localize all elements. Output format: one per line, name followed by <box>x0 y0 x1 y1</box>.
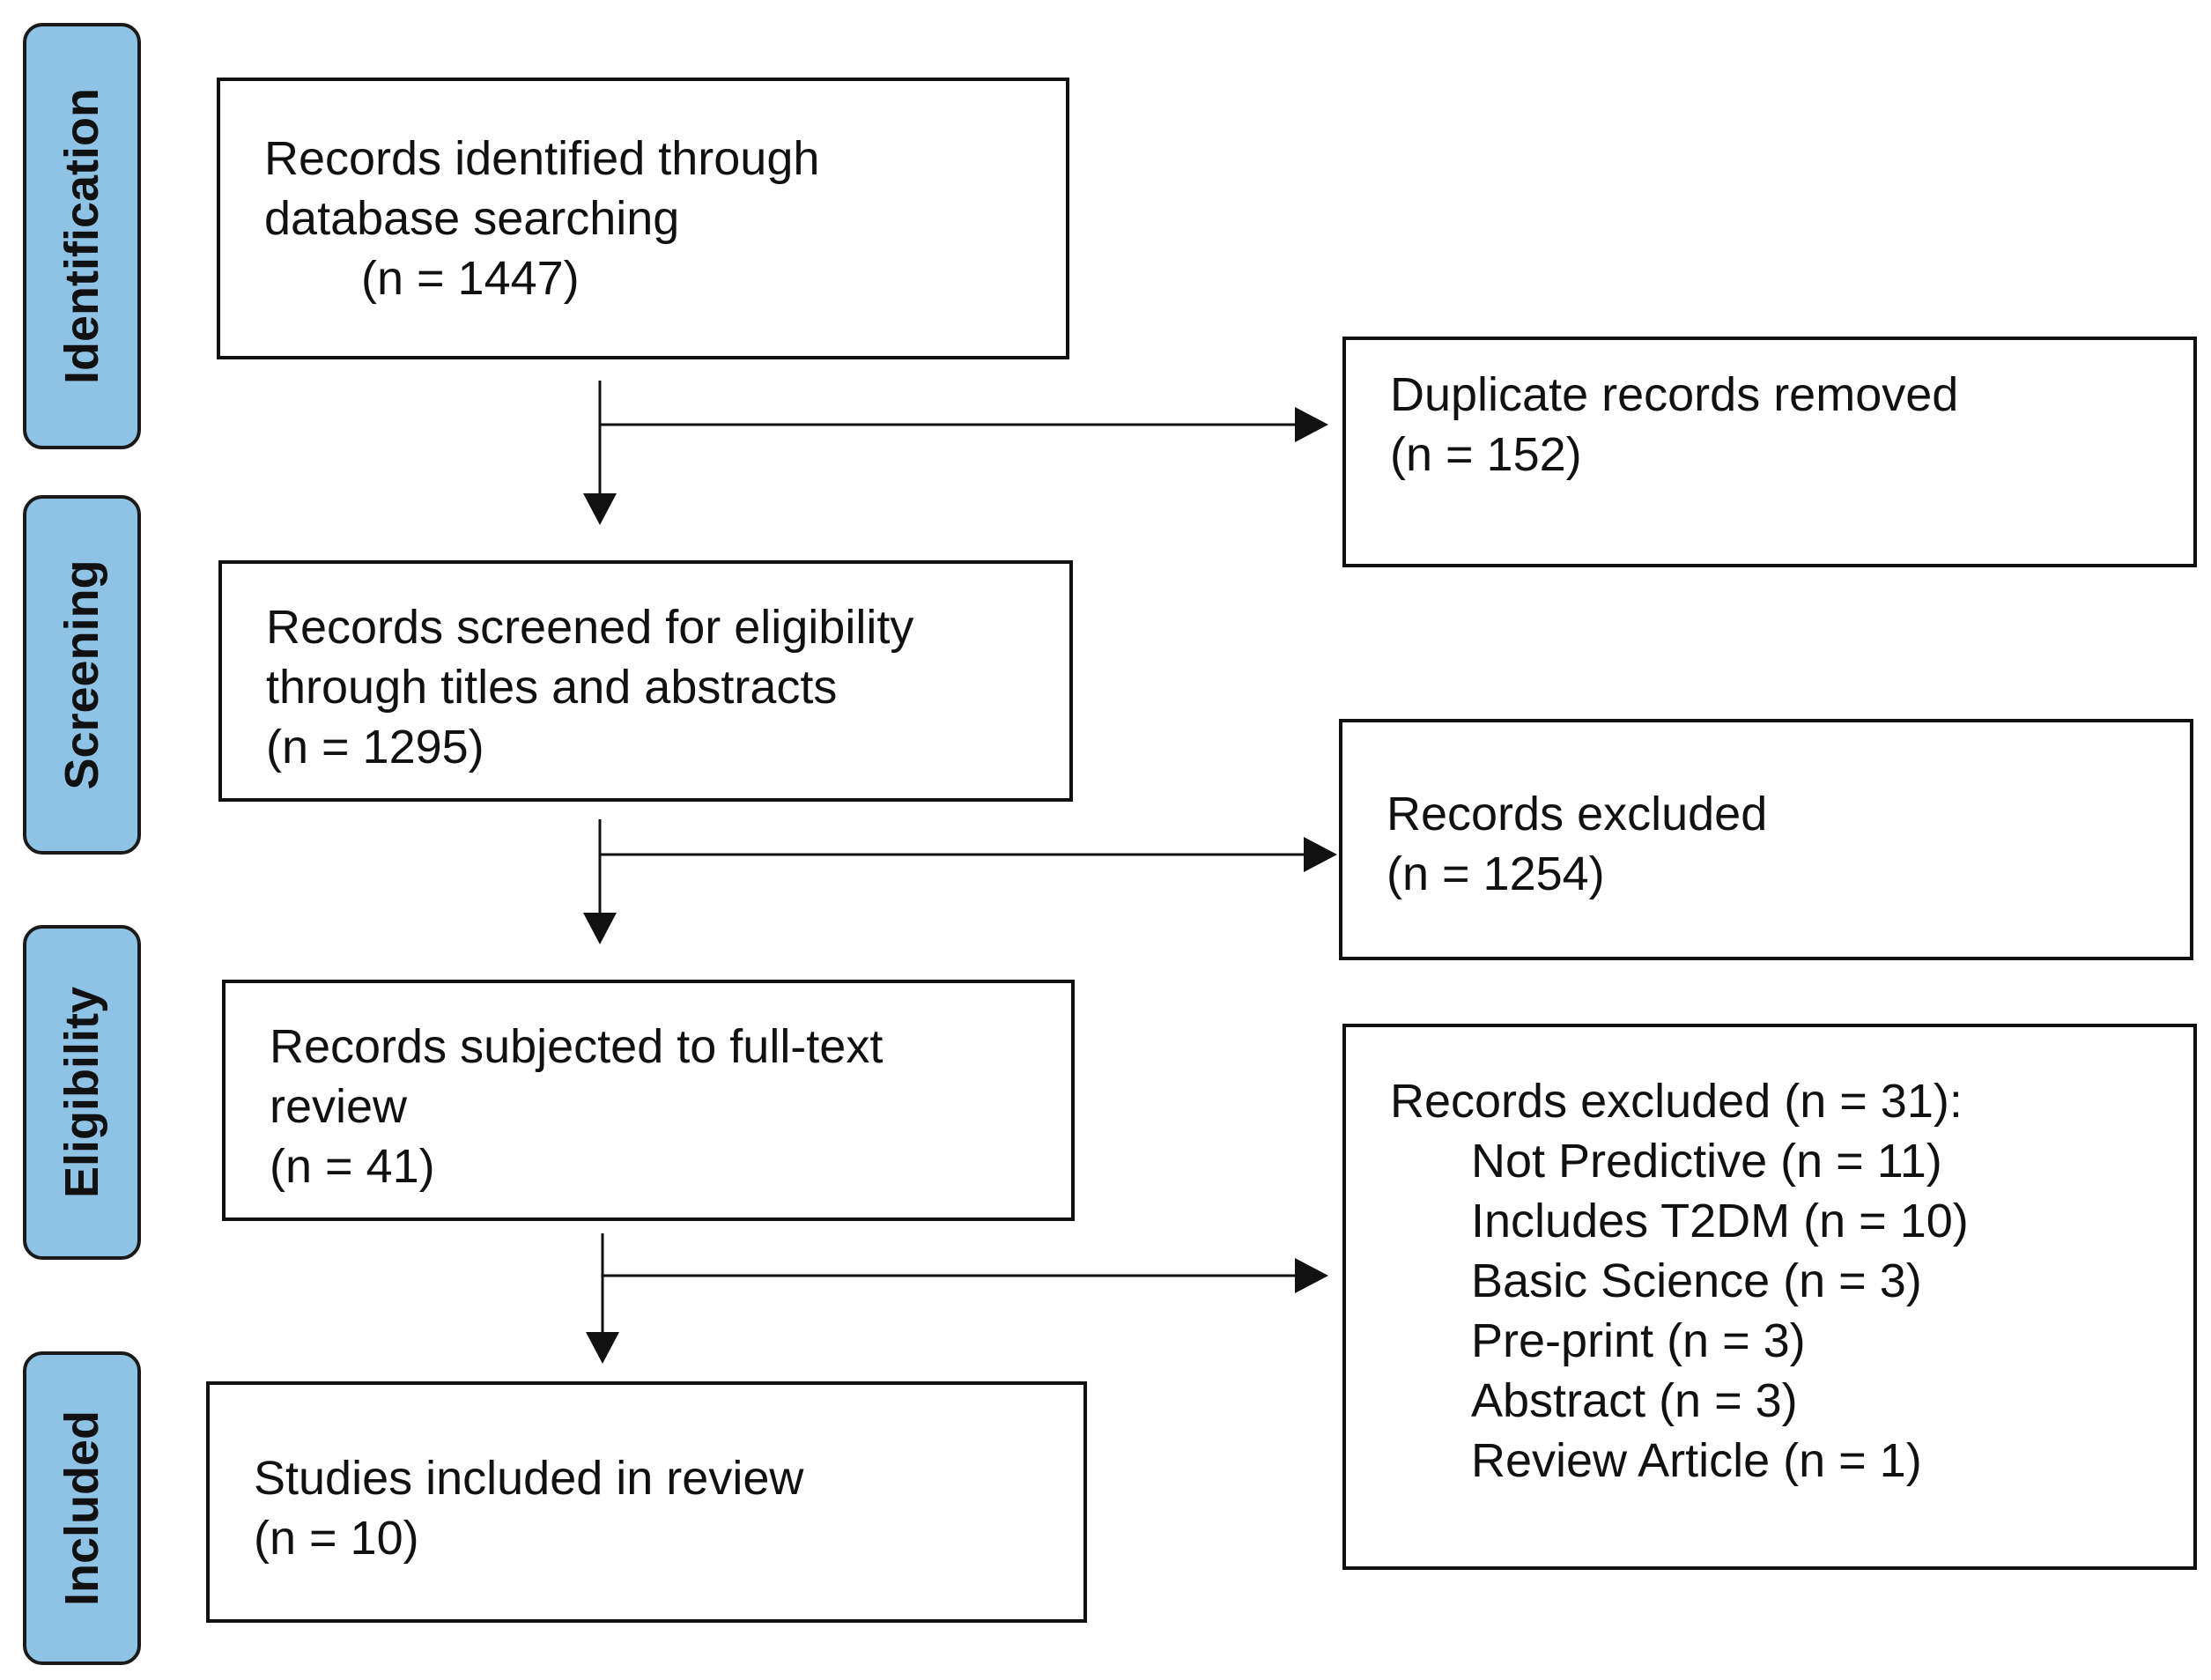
arrowhead-right-2 <box>1304 837 1337 872</box>
exclusion-reason: Abstract (n = 3) <box>1471 1374 1798 1427</box>
arrowhead-right-3 <box>1295 1258 1328 1293</box>
box-full-text-review-count: (n = 41) <box>270 1140 435 1193</box>
box-records-identified-line2: database searching <box>264 192 680 245</box>
box-records-screened-count: (n = 1295) <box>266 721 484 773</box>
excluded-full-text-header: Records excluded (n = 31): <box>1390 1075 1963 1128</box>
exclusion-reason: Not Predictive (n = 11) <box>1471 1135 1942 1188</box>
box-studies-included-line1: Studies included in review <box>254 1452 804 1505</box>
phase-eligibility: Eligibility <box>23 925 141 1260</box>
exclusion-reason: Basic Science (n = 3) <box>1471 1254 1922 1307</box>
box-records-excluded-screening: Records excluded (n = 1254) <box>1339 719 2193 960</box>
box-duplicates-removed-count: (n = 152) <box>1390 428 1582 481</box>
phase-included: Included <box>23 1351 141 1665</box>
phase-identification: Identification <box>23 23 141 449</box>
arrowhead-down-1 <box>583 493 617 525</box>
box-records-excluded-screening-count: (n = 1254) <box>1386 847 1605 900</box>
box-studies-included: Studies included in review (n = 10) <box>206 1381 1087 1623</box>
box-records-identified-line1: Records identified through <box>264 132 820 185</box>
box-records-screened-line1: Records screened for eligibility <box>266 601 914 654</box>
box-records-screened: Records screened for eligibility through… <box>218 560 1073 802</box>
box-full-text-review-line1: Records subjected to full-text <box>270 1020 884 1073</box>
phase-screening: Screening <box>23 495 141 855</box>
box-full-text-review-line2: review <box>270 1080 408 1133</box>
arrowhead-right-1 <box>1295 407 1328 442</box>
box-records-excluded-full-text: Records excluded (n = 31): Not Predictiv… <box>1342 1024 2197 1570</box>
box-duplicates-removed-line1: Duplicate records removed <box>1390 368 1959 421</box>
arrowhead-down-3 <box>586 1332 619 1364</box>
box-full-text-review: Records subjected to full-text review (n… <box>222 980 1075 1221</box>
box-records-identified-count: (n = 1447) <box>361 252 580 305</box>
box-records-screened-line2: through titles and abstracts <box>266 661 838 714</box>
box-records-identified: Records identified through database sear… <box>217 78 1069 359</box>
box-records-excluded-screening-line1: Records excluded <box>1386 788 1768 840</box>
box-duplicates-removed: Duplicate records removed (n = 152) <box>1342 337 2197 567</box>
arrowhead-down-2 <box>583 913 617 944</box>
exclusion-reason: Pre-print (n = 3) <box>1471 1314 1806 1367</box>
box-studies-included-count: (n = 10) <box>254 1512 419 1565</box>
exclusion-reason: Review Article (n = 1) <box>1471 1434 1922 1487</box>
exclusion-reason: Includes T2DM (n = 10) <box>1471 1195 1969 1247</box>
